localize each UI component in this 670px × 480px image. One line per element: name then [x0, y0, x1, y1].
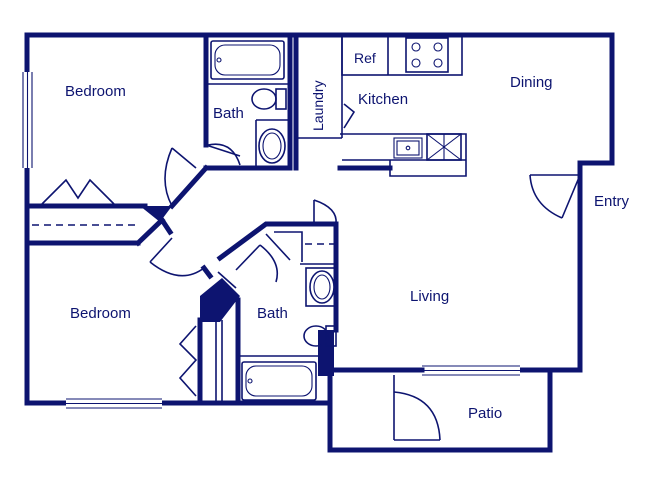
room-label-patio: Patio [468, 405, 502, 422]
room-label-ref: Ref [354, 50, 376, 66]
bath-2-sink [305, 267, 337, 307]
bath-1-toilet [251, 88, 287, 110]
entry-door [529, 174, 581, 219]
bath-2-walls [178, 221, 339, 406]
bath-1-sink [258, 128, 286, 164]
room-label-bedroom-1: Bedroom [65, 83, 126, 100]
kitchen-door-swing [343, 103, 356, 129]
room-label-kitchen: Kitchen [358, 91, 408, 108]
bedroom-2-walls [158, 216, 214, 280]
room-label-bath-1: Bath [213, 105, 244, 122]
bath-1-door [205, 143, 241, 166]
kitchen-sink [393, 137, 423, 159]
living-patio-window [422, 365, 520, 376]
bath-2-tub [241, 361, 317, 401]
room-label-bath-2: Bath [257, 305, 288, 322]
room-label-laundry: Laundry [310, 80, 326, 131]
room-label-bedroom-2: Bedroom [70, 305, 131, 322]
bath-2-toilet [303, 325, 337, 347]
range [426, 133, 462, 161]
linen-closet-door [313, 199, 337, 225]
kitchen-counters [337, 34, 467, 177]
bedroom-window-bottom [66, 398, 162, 409]
bedroom-window-left [22, 72, 33, 168]
patio-door [393, 375, 441, 441]
room-label-dining: Dining [510, 74, 553, 91]
bath-1-walls [203, 32, 293, 171]
bedroom-1-door [164, 147, 210, 210]
room-label-living: Living [410, 288, 449, 305]
bath-2-door [217, 244, 279, 289]
cooktop [405, 37, 449, 73]
bath-1-tub [210, 40, 285, 80]
bedroom-2-door [149, 237, 205, 277]
room-label-entry: Entry [594, 193, 630, 210]
bedroom-1-closet [24, 178, 172, 247]
